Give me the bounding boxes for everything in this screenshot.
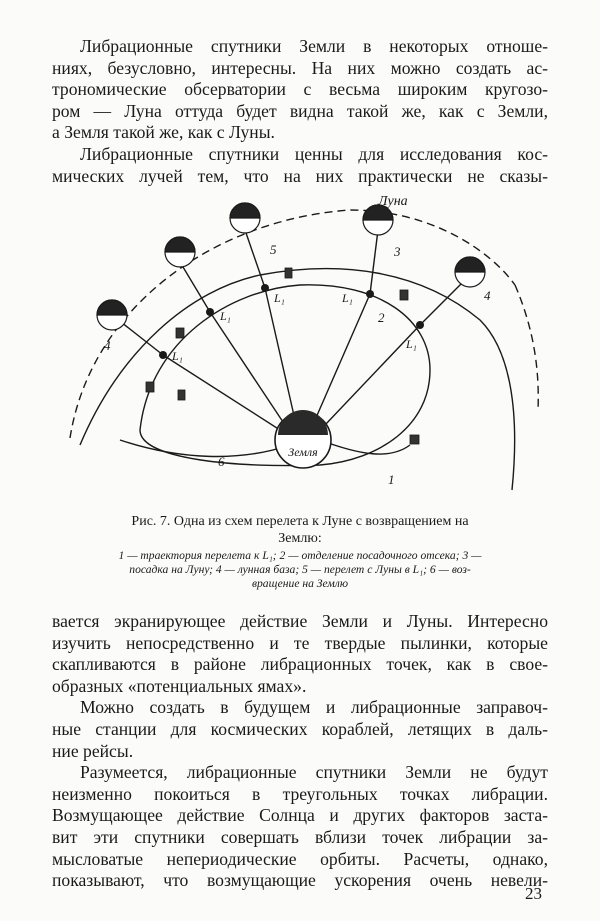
label-2: 2 xyxy=(378,310,385,325)
moon-position xyxy=(96,202,486,331)
earth-land xyxy=(278,410,328,435)
text-line: вается экранирующее действие Земли и Лун… xyxy=(52,611,548,631)
page-number: 23 xyxy=(525,884,542,903)
earth-label: Земля xyxy=(288,445,318,459)
label-1: 1 xyxy=(388,472,395,487)
label-6: 6 xyxy=(218,454,225,469)
label-L1: L₁ xyxy=(341,291,353,305)
caption-line: Землю: xyxy=(278,531,322,546)
label-L1: L₁ xyxy=(171,349,183,363)
paragraph-body: вается экранирующее действие Земли и Лун… xyxy=(52,611,548,892)
text-line: изучить непосредственно и те твердые пыл… xyxy=(52,632,548,653)
label-L1: L₁ xyxy=(273,291,285,305)
legend-line: посадка на Луну; 4 — лунная база; 5 — пе… xyxy=(129,563,471,576)
figure-caption: Рис. 7. Одна из схем перелета к Луне с в… xyxy=(60,513,540,547)
spacecraft-icon xyxy=(145,267,420,445)
text-line: ные станции для космических кораблей, ле… xyxy=(52,718,548,739)
label-L1: L₁ xyxy=(219,309,231,323)
label-3: 3 xyxy=(393,244,401,259)
moon-orbit xyxy=(69,209,516,439)
libration-orbit xyxy=(139,284,431,467)
return-path-6 xyxy=(119,439,291,458)
text-line: ние рейсы. xyxy=(52,740,134,761)
trajectory-diagram: Земля Луна 1 2 3 4 4 5 6 L₁ L₁ L₁ L₁ L₁ xyxy=(69,194,539,491)
libration-point xyxy=(159,284,424,359)
moon-label: Луна xyxy=(377,194,408,209)
text-line: Либрационные спутники ценны для исследов… xyxy=(80,143,548,164)
text-line: вит эти спутники совершать вблизи точек … xyxy=(52,826,548,847)
text-line: скапливаются в районе либрационных точек… xyxy=(52,654,548,675)
label-5: 5 xyxy=(270,242,277,257)
text-line: ром — Луна оттуда будет видна такой же, … xyxy=(52,100,548,121)
text-line: ниях, безусловно, интересны. На них можн… xyxy=(52,57,548,78)
text-line: а Земля такой же, как с Луны. xyxy=(52,122,275,143)
legend-line: вращение на Землю xyxy=(251,577,349,590)
text-line: неизменно покоиться в треугольных точках… xyxy=(52,783,548,804)
caption-line: Рис. 7. Одна из схем перелета к Луне с в… xyxy=(131,514,469,529)
text-line: трономические обсерватории с весьма широ… xyxy=(52,79,548,100)
text-line: образных «потенциальных ямах». xyxy=(52,675,307,696)
text-line: Возмущающее действие Солнца и других фак… xyxy=(52,805,548,826)
text-line: Можно создать в будущем и либрационные з… xyxy=(80,697,548,718)
legend-line: 1 — траектория перелета к L₁; 2 — отделе… xyxy=(118,549,482,562)
label-4: 4 xyxy=(484,288,491,303)
text-line: Разумеется, либрационные спутники Земли … xyxy=(80,762,548,783)
label-4: 4 xyxy=(104,338,111,353)
return-trajectory xyxy=(79,267,516,491)
paragraph-intro: Либрационные спутники Земли в некоторых … xyxy=(52,36,548,187)
text-line: мических лучей тем, что на них практичес… xyxy=(52,165,548,186)
transfer-path-1 xyxy=(319,439,411,455)
moon-orbit xyxy=(514,284,539,411)
text-line: Либрационные спутники Земли в некоторых … xyxy=(80,36,548,56)
label-L1: L₁ xyxy=(405,337,417,351)
text-line: показывают, что возмущающие ускорения оч… xyxy=(52,870,548,891)
text-line: мысловатые непериодические орбиты. Расче… xyxy=(52,848,548,869)
figure-legend: 1 — траектория перелета к L₁; 2 — отделе… xyxy=(60,549,540,591)
